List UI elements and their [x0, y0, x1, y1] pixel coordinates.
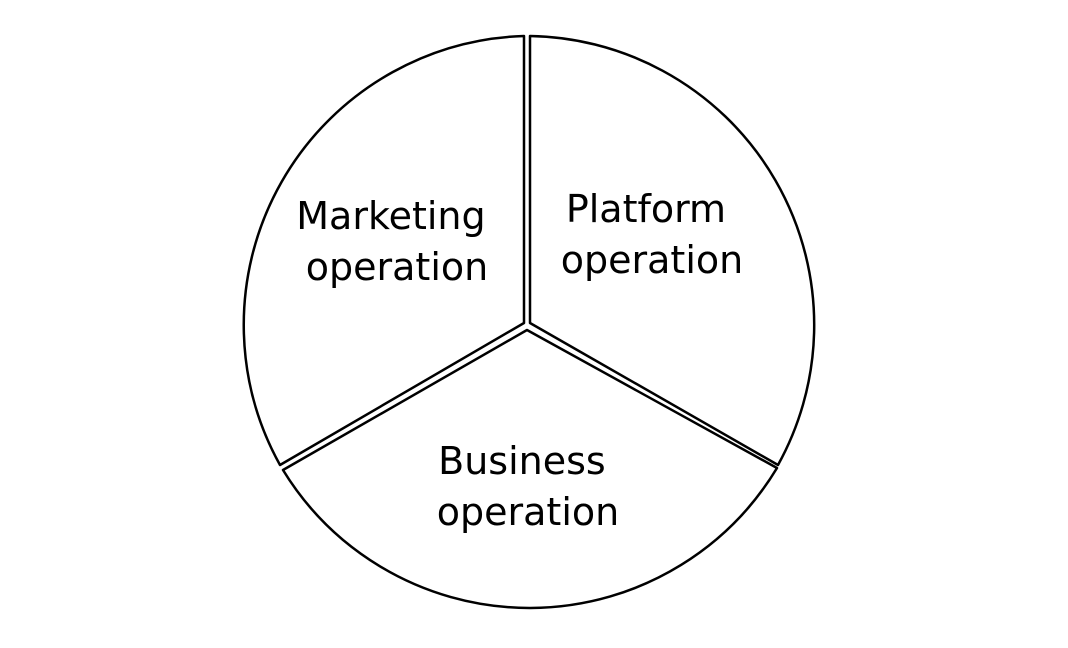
label-platform-line1: Platform: [566, 187, 726, 231]
label-platform-line2: operation: [561, 238, 743, 282]
label-marketing: Marketing operation: [296, 194, 497, 289]
label-platform: Platform operation: [561, 187, 743, 282]
label-business-line1: Business: [438, 439, 606, 483]
label-marketing-line2: operation: [306, 245, 488, 289]
sector-platform: [528, 34, 816, 467]
sector-business: [281, 328, 779, 610]
label-business-line2: operation: [437, 490, 619, 534]
label-business: Business operation: [437, 439, 619, 534]
sector-marketing: [242, 34, 526, 467]
label-marketing-line1: Marketing: [296, 194, 485, 238]
